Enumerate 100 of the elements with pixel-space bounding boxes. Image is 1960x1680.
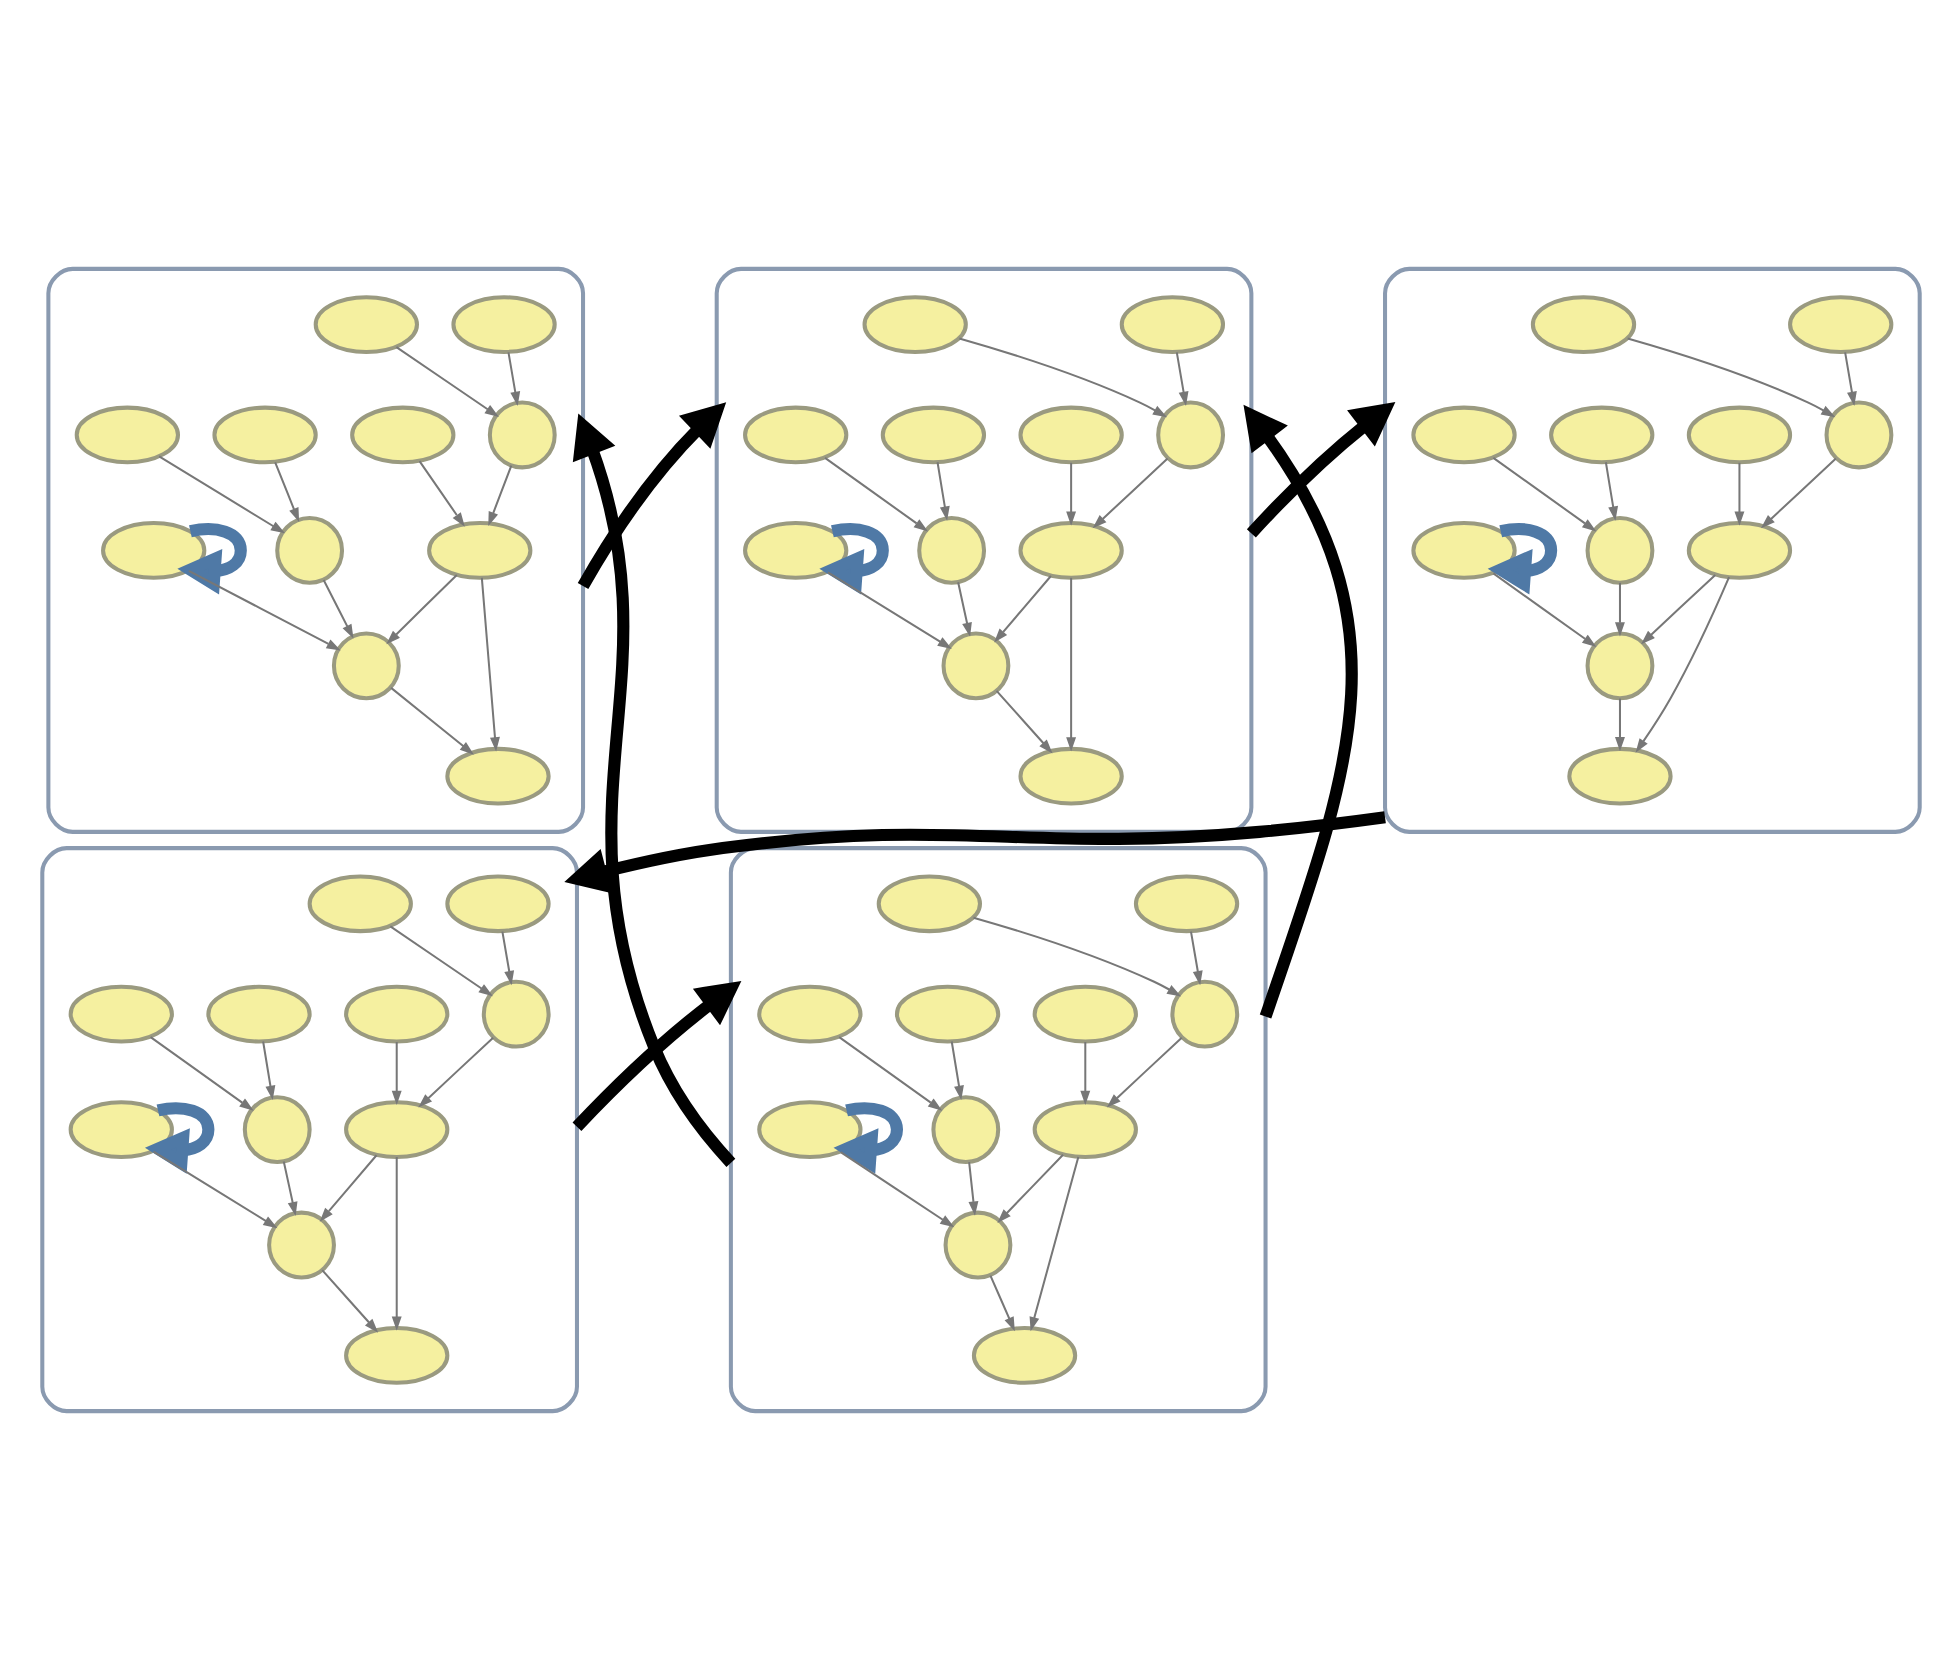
- arrow: [1028, 1156, 1079, 1332]
- node-ellipse: [211, 405, 317, 465]
- arrow: [320, 1269, 378, 1333]
- arrow: [823, 457, 928, 532]
- node-circle: [940, 631, 1010, 701]
- arrow: [996, 1154, 1063, 1223]
- arrow: [1640, 574, 1715, 645]
- node-ellipse: [1529, 295, 1636, 354]
- node-circle: [486, 400, 556, 470]
- node-ellipse: [444, 746, 550, 806]
- node-ellipse: [742, 521, 848, 580]
- arrow: [967, 1161, 978, 1216]
- arrow: [487, 465, 512, 527]
- arrow: [318, 1154, 377, 1222]
- arrow: [151, 1150, 277, 1229]
- node-circle: [241, 1095, 311, 1165]
- node-ellipse: [1410, 405, 1516, 465]
- arrow: [479, 577, 499, 752]
- node-ellipse: [450, 295, 556, 354]
- arrow: [571, 413, 735, 1167]
- node-ellipse: [875, 874, 981, 934]
- node-ellipse: [100, 521, 206, 580]
- arrow: [1242, 404, 1357, 1019]
- node-ellipse: [893, 984, 1000, 1044]
- node-ellipse: [861, 295, 967, 354]
- node-circle: [1584, 515, 1654, 585]
- node-ellipse: [879, 405, 986, 465]
- node-circle: [1823, 400, 1893, 470]
- node-ellipse: [306, 874, 412, 934]
- node-ellipse: [970, 1326, 1077, 1385]
- arrow: [1843, 352, 1856, 406]
- arrow: [837, 1036, 942, 1111]
- node-circle: [266, 1210, 335, 1280]
- node-circle: [1155, 400, 1225, 470]
- arrow: [149, 1036, 253, 1111]
- cluster: [727, 846, 1267, 1414]
- arrow: [1760, 457, 1836, 529]
- node-circle: [480, 979, 550, 1049]
- arrow: [394, 346, 498, 418]
- node-ellipse: [1132, 874, 1239, 934]
- arrow: [417, 460, 464, 527]
- arrow: [1105, 1036, 1182, 1108]
- arrow: [390, 1042, 401, 1105]
- arrow: [417, 1036, 493, 1108]
- arrow: [832, 1102, 903, 1174]
- arrow: [826, 571, 951, 649]
- arrow: [576, 402, 726, 590]
- arrow: [273, 461, 299, 523]
- node-ellipse: [1566, 746, 1672, 806]
- node-ellipse: [742, 405, 848, 465]
- arrow: [1614, 582, 1624, 637]
- arrow: [1733, 462, 1744, 526]
- node-ellipse: [1548, 405, 1654, 465]
- arrow: [187, 569, 340, 651]
- node-ellipse: [343, 1100, 449, 1159]
- arrow: [281, 1161, 297, 1217]
- arrow: [321, 579, 353, 639]
- node-ellipse: [1685, 405, 1792, 465]
- node-ellipse: [343, 984, 449, 1044]
- cluster: [713, 266, 1253, 834]
- arrow: [1491, 457, 1596, 532]
- arrow: [839, 1151, 954, 1228]
- arrow: [949, 1041, 963, 1100]
- node-ellipse: [349, 405, 455, 465]
- arrow: [143, 1102, 214, 1174]
- arrow: [972, 916, 1181, 997]
- arrow: [261, 1041, 275, 1100]
- node-ellipse: [444, 874, 550, 934]
- node-ellipse: [67, 984, 173, 1044]
- arrow: [1065, 577, 1076, 752]
- node-ellipse: [205, 984, 311, 1044]
- arrow: [1626, 337, 1835, 418]
- arrow: [1486, 523, 1557, 595]
- node-ellipse: [426, 521, 532, 580]
- node-ellipse: [1017, 405, 1123, 465]
- node-ellipse: [1685, 521, 1792, 580]
- arrow: [389, 687, 473, 755]
- node-ellipse: [1017, 521, 1123, 580]
- arrow: [1174, 352, 1188, 406]
- node-ellipse: [1118, 295, 1225, 354]
- arrow: [1603, 462, 1618, 521]
- arrow: [958, 337, 1167, 418]
- arrow: [390, 1157, 401, 1331]
- node-ellipse: [73, 405, 179, 465]
- node-ellipse: [67, 1100, 173, 1159]
- arrow: [994, 690, 1052, 754]
- arrow: [571, 981, 741, 1131]
- cluster: [45, 266, 585, 834]
- node-ellipse: [1031, 1100, 1137, 1159]
- node-ellipse: [756, 1100, 862, 1159]
- node-circle: [1169, 979, 1239, 1049]
- node-ellipse: [343, 1326, 449, 1385]
- arrow: [1614, 698, 1624, 752]
- arrow: [1634, 576, 1729, 753]
- cluster: [39, 846, 578, 1414]
- node-ellipse: [1017, 746, 1123, 806]
- arrow: [1065, 462, 1076, 526]
- node-ellipse: [1787, 295, 1893, 354]
- arrow: [506, 352, 520, 406]
- arrow: [157, 455, 285, 534]
